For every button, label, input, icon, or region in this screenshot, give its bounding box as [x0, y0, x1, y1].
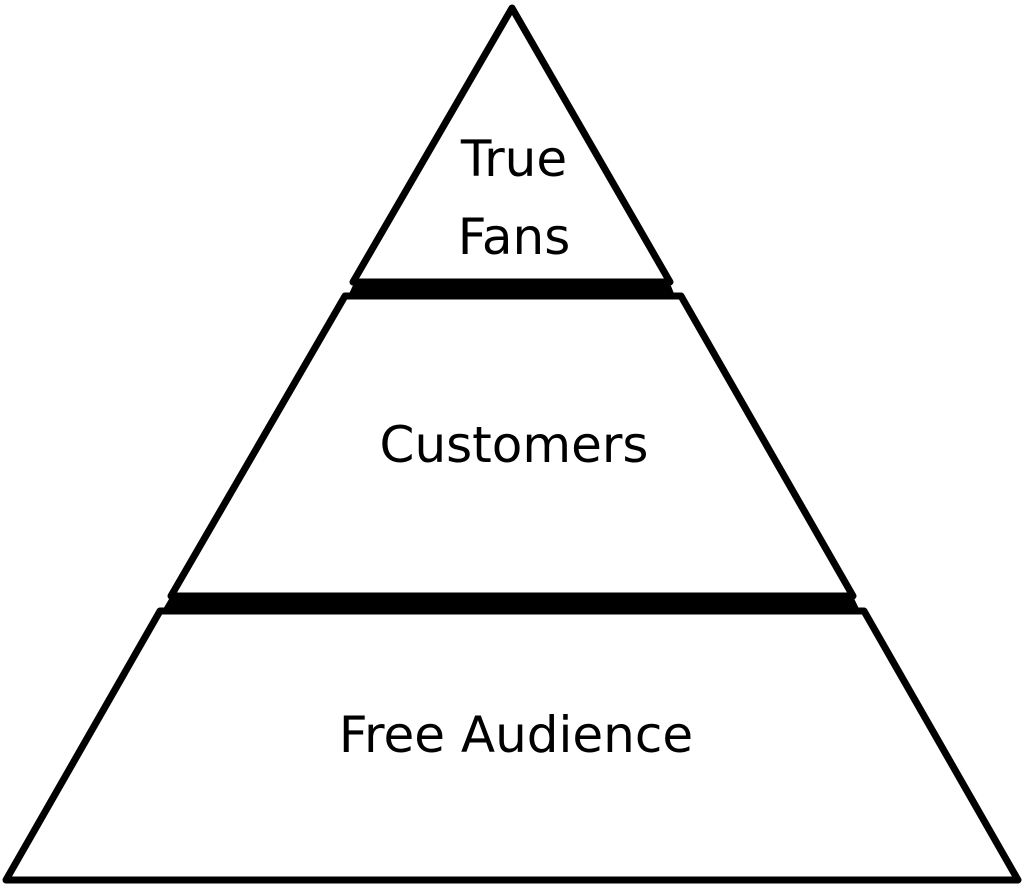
label-free-audience: Free Audience: [339, 706, 693, 764]
label-true-fans-line-2: Fans: [458, 208, 571, 266]
label-true-fans-line-1: True: [460, 130, 567, 188]
divider-bottom: [162, 594, 860, 611]
label-customers: Customers: [380, 416, 649, 474]
tier-free-audience: [2, 607, 1022, 884]
tier-customers: [167, 292, 857, 600]
divider-top: [348, 281, 675, 296]
